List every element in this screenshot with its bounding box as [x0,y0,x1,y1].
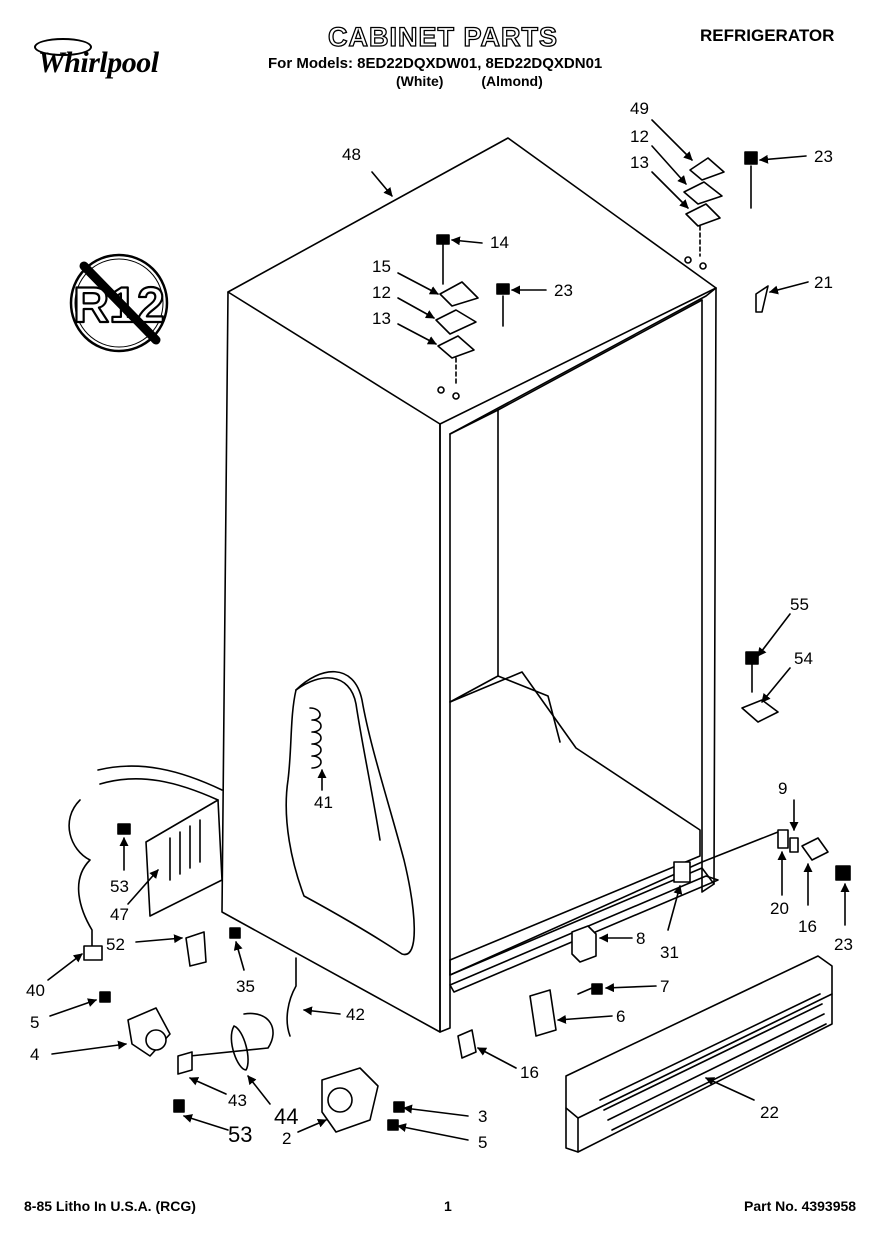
callout-54: 54 [794,649,813,668]
callout-48: 48 [342,145,361,164]
print-info: 8-85 Litho In U.S.A. (RCG) [24,1198,196,1214]
callout-6: 6 [616,1007,625,1026]
callout-12-right: 12 [630,127,649,146]
callout-16-right: 16 [798,917,817,936]
callout-35: 35 [236,977,255,996]
callout-20: 20 [770,899,789,918]
callout-3: 3 [478,1107,487,1126]
page-number: 1 [444,1198,452,1214]
callout-55: 55 [790,595,809,614]
callout-42: 42 [346,1005,365,1024]
page-title: CABINET PARTS [327,21,559,52]
callout-43: 43 [228,1091,247,1110]
callout-23-top-right: 23 [814,147,833,166]
callout-15: 15 [372,257,391,276]
callout-numbers: 48 49 12 13 23 14 15 12 13 23 21 55 54 4… [26,99,853,1152]
callout-7: 7 [660,977,669,996]
callout-2: 2 [282,1129,291,1148]
callout-41: 41 [314,793,333,812]
callout-leaders [47,119,850,1141]
model-numbers: For Models: 8ED22DQXDW01, 8ED22DQXDN01 [268,55,603,72]
refrigerator-cabinet [221,137,719,1033]
callout-52: 52 [106,935,125,954]
r12-warning-badge: R12 [69,253,169,353]
color-almond-label: (Almond) [481,73,543,89]
callout-40: 40 [26,981,45,1000]
callout-44: 44 [274,1104,298,1129]
brand-logo: Whirlpool [38,46,159,79]
part-number: Part No. 4393958 [744,1198,857,1214]
callout-4: 4 [30,1045,39,1064]
appliance-type: REFRIGERATOR [700,26,835,45]
callout-14: 14 [490,233,509,252]
callout-13-center: 13 [372,309,391,328]
callout-47: 47 [110,905,129,924]
callout-31: 31 [660,943,679,962]
color-white-label: (White) [396,73,444,89]
callout-21: 21 [814,273,833,292]
callout-16-bottom: 16 [520,1063,539,1082]
callout-23-bottom-right: 23 [834,935,853,954]
callout-8: 8 [636,929,645,948]
callout-12-center: 12 [372,283,391,302]
callout-53-bottom: 53 [228,1122,252,1147]
top-hinge-assembly-center [435,234,510,387]
callout-5-bottom: 5 [478,1133,487,1152]
callout-49: 49 [630,99,649,118]
small-parts [68,285,851,1153]
callout-23-center: 23 [554,281,573,300]
callout-5-left: 5 [30,1013,39,1032]
callout-53-left: 53 [110,877,129,896]
model-colors: (White) (Almond) [396,73,543,89]
callout-13-right: 13 [630,153,649,172]
callout-9: 9 [778,779,787,798]
top-hinge-assembly-right [683,151,758,257]
callout-22: 22 [760,1103,779,1122]
brand-logo-swoosh [34,38,92,56]
